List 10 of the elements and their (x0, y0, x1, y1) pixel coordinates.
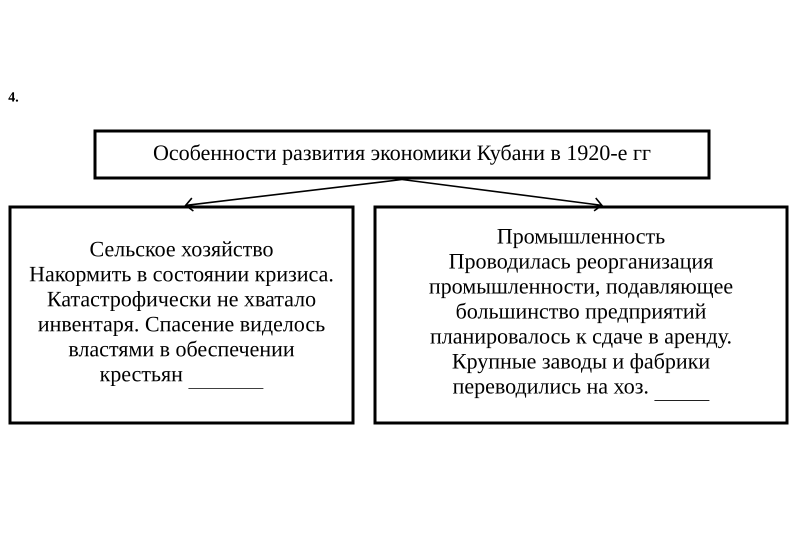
body-text: Накормить в состоянии кризиса. Катастрофически не хватало инвентаря. Спасение виделось властями в обеспечении крестьян (30, 266, 332, 386)
body-text: Проводилась реорганизация промышленности, подавляющее большинство предприятий планировалось к сдаче в аренду. Крупные заводы и фабрики переводились на хоз. (429, 254, 732, 398)
content-box (374, 206, 788, 424)
item-number: 4. (8, 92, 18, 102)
title-box: Особенности развития экономики Кубани в 1920-е гг (94, 130, 710, 180)
arrow (402, 178, 604, 212)
arrow (184, 178, 402, 212)
box-heading: Сельское хозяйство (90, 241, 273, 256)
box-heading: Промышленность (497, 229, 664, 248)
content-box (8, 206, 354, 424)
